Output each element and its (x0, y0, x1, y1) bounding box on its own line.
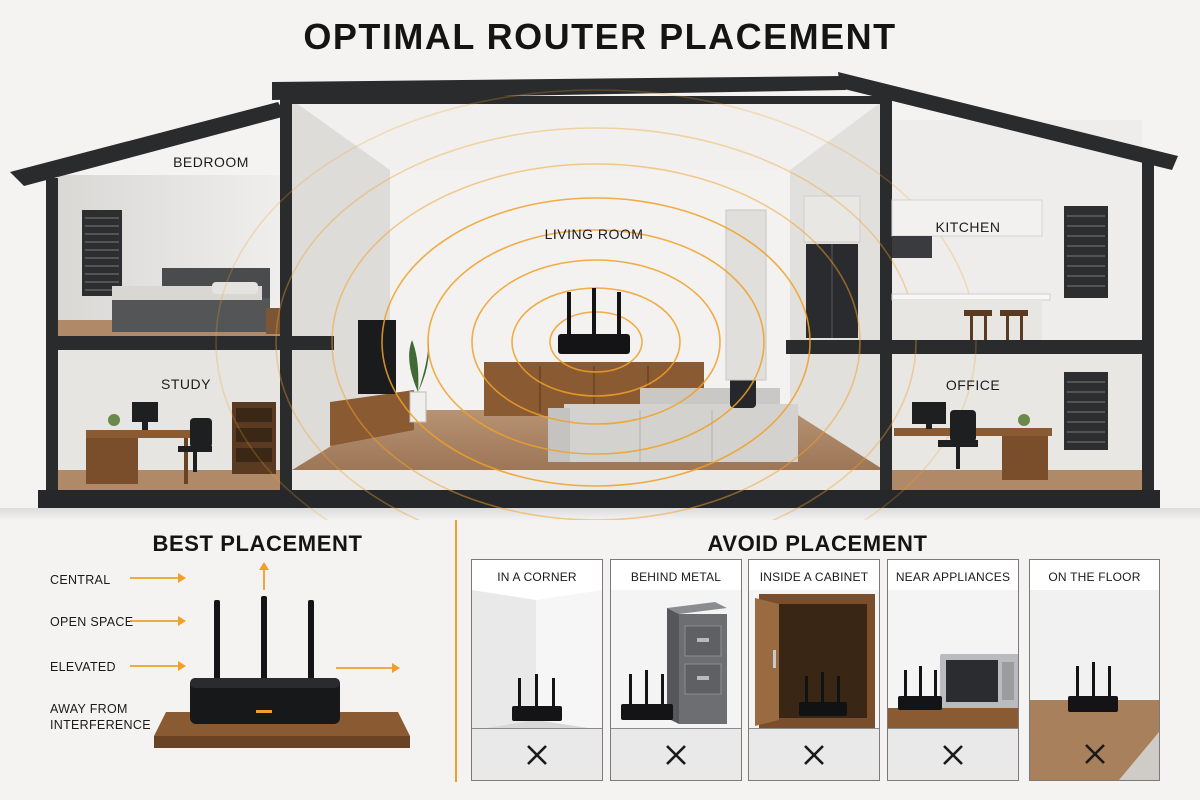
filing-cabinet (667, 602, 727, 724)
kitchen-cabinets (891, 199, 1051, 340)
avoid-panel-corner: IN A CORNER (471, 559, 603, 781)
router-icon (1068, 662, 1118, 712)
factor-elevated: ELEVATED (50, 660, 116, 674)
room-label-office: OFFICE (945, 377, 1001, 393)
room-label-living-room: LIVING ROOM (544, 226, 644, 242)
section-divider (455, 520, 457, 782)
avoid-panel-behind-metal: BEHIND METAL (610, 559, 742, 781)
arrow-right-icon (130, 573, 186, 583)
rug (1119, 732, 1159, 780)
room-label-kitchen: KITCHEN (935, 219, 1001, 235)
study-desk (86, 402, 190, 484)
avoid-footer (611, 728, 741, 780)
avoid-label: BEHIND METAL (630, 570, 722, 584)
avoid-footer (888, 728, 1018, 780)
cabinet-scene (749, 590, 879, 730)
arrow-up-icon (259, 562, 269, 590)
avoid-label: ON THE FLOOR (1048, 570, 1141, 584)
x-mark-icon (804, 744, 824, 765)
foundation (38, 490, 1160, 508)
avoid-placement-heading: AVOID PLACEMENT (707, 531, 928, 556)
room-label-bedroom: BEDROOM (173, 154, 249, 170)
office-window (1064, 372, 1108, 450)
avoid-label: IN A CORNER (497, 570, 577, 584)
upper-floor-slab-right (786, 340, 1142, 354)
office-chair (938, 410, 978, 469)
arrow-right-icon (130, 616, 186, 626)
page-title: OPTIMAL ROUTER PLACEMENT (303, 16, 897, 57)
arrow-right-icon (336, 663, 400, 673)
avoid-label: INSIDE A CABINET (759, 570, 869, 584)
avoid-panel-on-floor: ON THE FLOOR (1029, 559, 1160, 781)
house-cross-section (0, 72, 1200, 520)
avoid-panel-near-appliances: NEAR APPLIANCES (887, 559, 1019, 781)
metal-cabinet-scene (611, 590, 741, 730)
x-mark-icon (527, 744, 547, 765)
roof-middle (272, 76, 846, 100)
bar-stools (964, 310, 1028, 340)
microwave (940, 654, 1018, 708)
corner-scene (472, 590, 602, 730)
x-mark-icon (1084, 744, 1105, 764)
signal-wave-icon (215, 89, 977, 520)
avoid-footer (472, 728, 602, 780)
avoid-footer (749, 728, 879, 780)
factor-open-space: OPEN SPACE (50, 615, 134, 629)
nightstand (266, 308, 280, 334)
router-icon (621, 670, 673, 720)
avoid-footer (1030, 728, 1159, 780)
router-icon (799, 672, 847, 716)
microwave-scene (888, 590, 1018, 730)
best-placement-heading: BEST PLACEMENT (152, 531, 363, 556)
tv-stand (330, 320, 414, 446)
bedroom-window (82, 210, 122, 296)
sofa (548, 372, 798, 462)
router-icon (190, 596, 340, 724)
hallway-door (725, 209, 767, 381)
avoid-label: NEAR APPLIANCES (895, 570, 1011, 584)
router-icon (558, 288, 630, 354)
avoid-panel-inside-cabinet: INSIDE A CABINET (748, 559, 880, 781)
router-icon (898, 666, 942, 710)
upper-floor-slab-left (58, 336, 334, 350)
bed (112, 268, 270, 332)
room-label-study: STUDY (161, 376, 211, 392)
factor-central: CENTRAL (50, 573, 111, 587)
kitchen-window (1064, 206, 1108, 298)
elevated-router-illustration (154, 596, 410, 748)
factor-away-from-interference: AWAY FROM INTERFERENCE (50, 702, 151, 732)
bookshelf (232, 402, 276, 474)
x-mark-icon (943, 744, 963, 765)
arrow-right-icon (130, 661, 186, 671)
floor-scene (1030, 590, 1159, 730)
roof-left (10, 102, 286, 186)
refrigerator (803, 195, 861, 338)
roof-right (838, 72, 1178, 170)
router-icon (512, 674, 562, 721)
study-chair (178, 418, 212, 472)
x-mark-icon (666, 744, 686, 765)
